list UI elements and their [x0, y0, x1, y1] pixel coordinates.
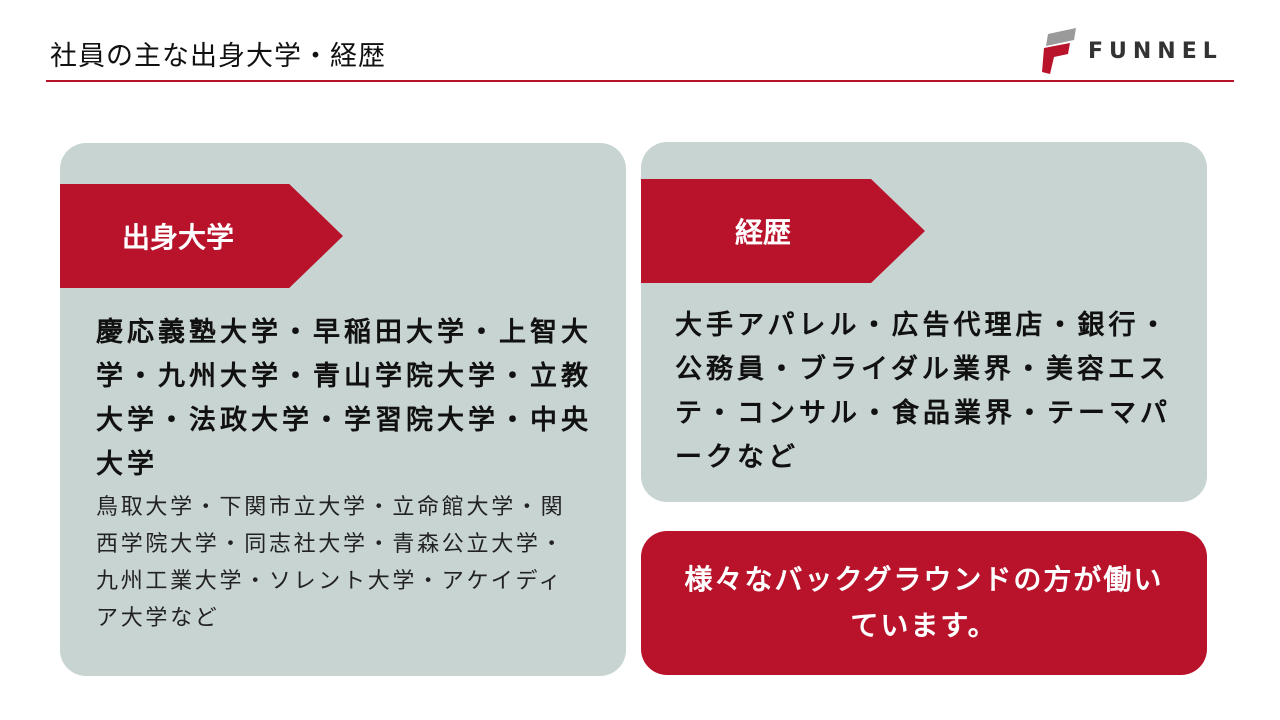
career-text: 大手アパレル・広告代理店・銀行・公務員・ブライダル業界・美容エステ・コンサル・食…	[675, 310, 1171, 473]
page-title: 社員の主な出身大学・経歴	[50, 41, 386, 72]
universities-label: 出身大学	[122, 221, 235, 254]
header-divider	[46, 80, 1234, 82]
career-label-banner: 経歴	[641, 179, 925, 283]
major-universities-text: 慶応義塾大学・早稲田大学・上智大学・九州大学・青山学院大学・立教大学・法政大学・…	[96, 317, 592, 480]
funnel-logo: FUNNEL	[1040, 26, 1223, 76]
message-text: 様々なバックグラウンドの方が働いています。	[684, 563, 1164, 642]
career-card: 経歴 大手アパレル・広告代理店・銀行・公務員・ブライダル業界・美容エステ・コンサ…	[641, 142, 1207, 502]
message-box: 様々なバックグラウンドの方が働いています。	[641, 531, 1207, 675]
logo-text: FUNNEL	[1088, 38, 1223, 64]
career-label: 経歴	[735, 216, 792, 249]
universities-card: 出身大学 慶応義塾大学・早稲田大学・上智大学・九州大学・青山学院大学・立教大学・…	[60, 143, 626, 676]
universities-label-banner: 出身大学	[60, 184, 343, 288]
other-universities-text: 鳥取大学・下関市立大学・立命館大学・関西学院大学・同志社大学・青森公立大学・九州…	[96, 495, 566, 631]
funnel-logo-icon	[1042, 28, 1076, 74]
